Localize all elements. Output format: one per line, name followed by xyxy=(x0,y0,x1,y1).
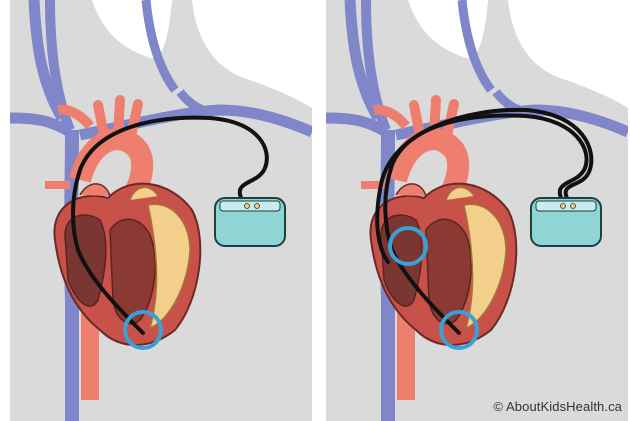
pacemaker-device xyxy=(215,198,285,246)
dual-chamber-pacemaker-panel xyxy=(326,0,628,421)
single-chamber-pacemaker-panel xyxy=(10,0,312,421)
copyright-credit: © AboutKidsHealth.ca xyxy=(493,399,622,414)
pacemaker-device xyxy=(531,198,601,246)
